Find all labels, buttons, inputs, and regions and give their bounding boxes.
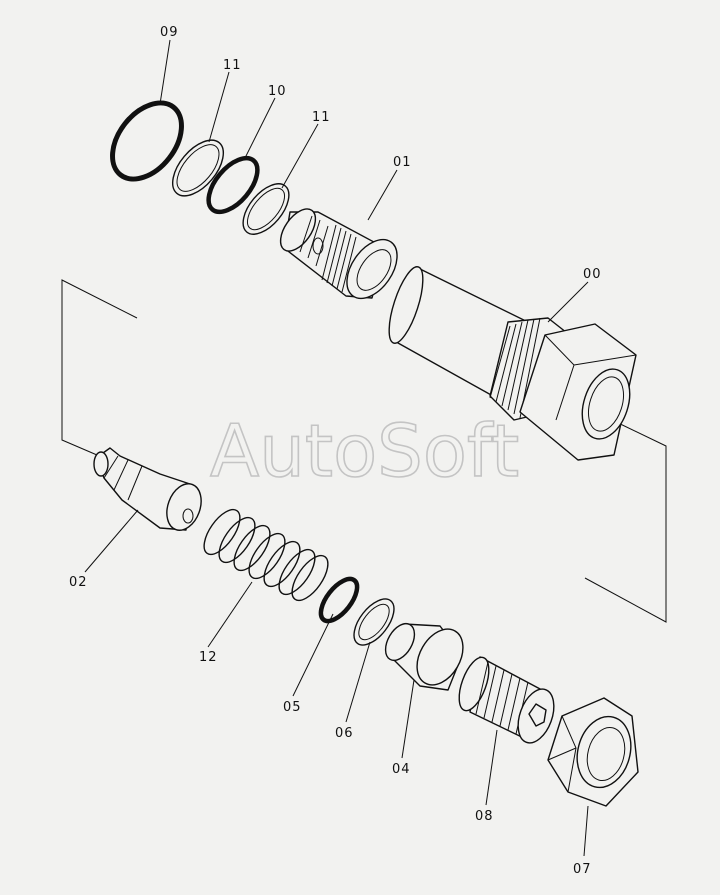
label-05: 05 [283,700,302,715]
label-12: 12 [199,650,218,665]
label-06: 06 [335,726,354,741]
label-07: 07 [573,862,592,877]
part-05-o-ring [318,576,360,624]
label-01: 01 [393,155,412,170]
leader-lines [84,39,589,857]
label-02: 02 [69,575,88,590]
label-11-upper: 11 [223,58,242,73]
part-00-body [388,266,637,461]
label-10: 10 [268,84,287,99]
label-09: 09 [160,25,179,40]
part-12-spring [203,508,329,602]
part-labels: 09 11 10 11 01 00 02 12 05 06 04 08 07 [69,25,602,877]
part-07-lock-nut [547,697,639,807]
part-10-o-ring [206,155,260,215]
label-11-lower: 11 [312,110,331,125]
part-11-backup-ring-lower [242,183,290,235]
part-04-piston [384,622,464,691]
part-08-adjusting-screw [458,656,555,744]
label-08: 08 [475,809,494,824]
part-01-sleeve [279,208,398,300]
label-00: 00 [583,267,602,282]
part-09-o-ring [110,100,184,182]
label-04: 04 [392,762,411,777]
part-11-backup-ring-upper [172,139,224,197]
assembly-axis-lines [61,279,667,623]
watermark-text: AutoSoft [210,409,519,493]
part-06-washer [353,598,395,646]
part-02-poppet [93,447,202,531]
